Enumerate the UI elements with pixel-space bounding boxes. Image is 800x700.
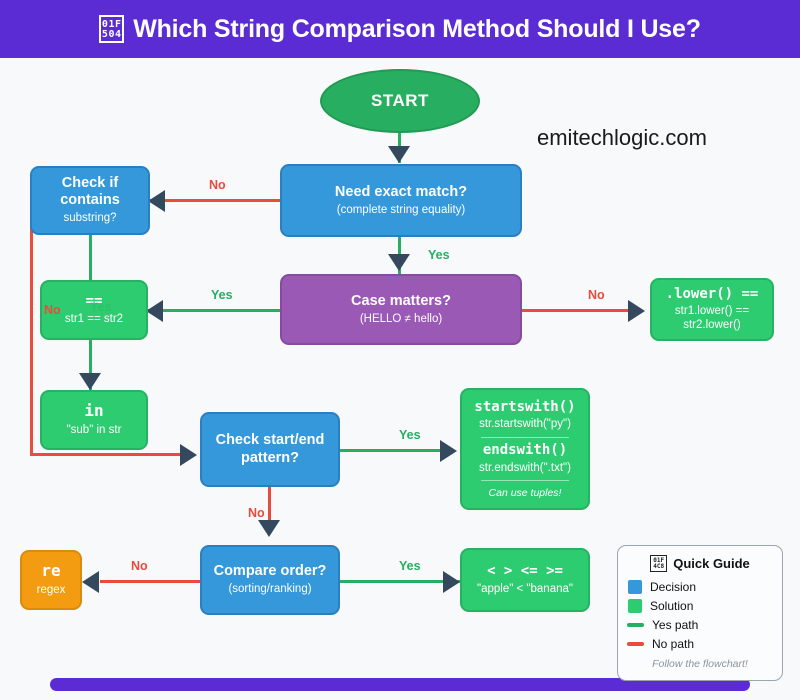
legend-swatch-no-path <box>627 641 644 646</box>
node-lower-comparison-code: .lower() == <box>665 285 759 302</box>
node-need-exact-match-sub: (complete string equality) <box>336 203 466 216</box>
node-check-if-contains-sub: substring? <box>63 212 117 225</box>
legend-title-text: Quick Guide <box>673 556 750 571</box>
edge-label-exact-no: No <box>209 178 226 192</box>
arrowhead-case-to-eqeq <box>146 300 163 322</box>
arrowhead-order-to-re <box>82 571 99 593</box>
edge-order-to-re <box>100 580 205 583</box>
node-endswith-sub: str.endswith(".txt") <box>479 461 571 474</box>
edge-label-order-no: No <box>131 559 148 573</box>
node-case-matters[interactable]: Case matters? (HELLO ≠ hello) <box>280 274 522 345</box>
edge-label-contains-no: No <box>44 303 61 317</box>
node-endswith-code: endswith() <box>482 442 568 458</box>
node-compare-order-title: Compare order? <box>213 563 327 580</box>
edge-label-case-no: No <box>588 288 605 302</box>
legend-swatch-solution <box>628 598 642 613</box>
node-check-start-end-pattern[interactable]: Check start/end pattern? <box>200 412 340 487</box>
legend-item-yes-path: Yes path <box>627 615 772 634</box>
node-lower-comparison[interactable]: .lower() == str1.lower() == str2.lower() <box>650 278 774 341</box>
node-regex-code: re <box>41 561 61 581</box>
arrowhead-exact-to-contains <box>148 190 165 212</box>
node-need-exact-match[interactable]: Need exact match? (complete string equal… <box>280 164 522 237</box>
arrowhead-startend-to-order <box>258 520 280 537</box>
bottom-accent-bar <box>50 678 750 691</box>
arrowhead-contains-to-startend <box>180 444 197 466</box>
legend-item-decision: Decision <box>628 577 772 596</box>
legend-label-yes-path: Yes path <box>652 617 699 632</box>
legend-item-no-path: No path <box>627 634 772 653</box>
node-compare-order-sub: (sorting/ranking) <box>228 583 312 596</box>
legend-swatch-yes-path <box>627 622 644 627</box>
edge-label-case-yes: Yes <box>211 288 233 302</box>
node-equality-operator-sub: str1 == str2 <box>64 312 124 325</box>
node-equality-operator[interactable]: == str1 == str2 <box>40 280 148 340</box>
node-check-if-contains[interactable]: Check if contains substring? <box>30 166 150 235</box>
node-startswith-sub: str.startswith("py") <box>479 418 571 431</box>
node-start[interactable]: START <box>320 69 480 133</box>
node-in-operator-code: in <box>84 401 104 421</box>
node-equality-operator-code: == <box>85 293 103 310</box>
edge-startend-to-swew <box>340 449 452 452</box>
node-need-exact-match-title: Need exact match? <box>334 183 468 200</box>
edge-case-to-lower <box>522 309 642 312</box>
node-lower-comparison-sub2: str2.lower() <box>683 319 741 332</box>
arrowhead-order-to-ops <box>443 571 460 593</box>
divider <box>480 437 570 438</box>
node-check-start-end-pattern-title: Check start/end pattern? <box>215 432 325 466</box>
edge-label-exact-yes: Yes <box>428 248 450 262</box>
arrowhead-startend-to-swew <box>440 440 457 462</box>
watermark: emitechlogic.com <box>537 125 707 150</box>
legend-label-no-path: No path <box>652 636 695 651</box>
arrowhead-exact-to-case <box>388 254 410 271</box>
edge-order-to-ops <box>340 580 460 583</box>
divider <box>480 480 570 482</box>
edge-label-startend-no: No <box>248 506 265 520</box>
node-comparison-operators-sub: "apple" < "banana" <box>477 582 573 595</box>
node-regex-sub: regex <box>36 584 66 597</box>
legend-label-decision: Decision <box>650 579 697 594</box>
node-regex[interactable]: re regex <box>20 550 82 610</box>
edge-exact-to-contains <box>150 199 280 202</box>
arrowhead-contains-to-in <box>79 373 101 390</box>
node-lower-comparison-sub1: str1.lower() == <box>674 305 750 318</box>
node-start-label: START <box>371 90 429 110</box>
edge-startend-to-order <box>268 487 271 529</box>
arrowhead-start-to-exact <box>388 146 410 163</box>
node-tuples-note: Can use tuples! <box>488 487 562 500</box>
edge-case-to-eqeq <box>148 309 280 312</box>
node-in-operator[interactable]: in "sub" in str <box>40 390 148 450</box>
node-comparison-operators[interactable]: < > <= >= "apple" < "banana" <box>460 548 590 612</box>
page-title-text: Which String Comparison Method Should I … <box>133 14 701 43</box>
node-compare-order[interactable]: Compare order? (sorting/ranking) <box>200 545 340 615</box>
node-case-matters-sub: (HELLO ≠ hello) <box>359 312 443 325</box>
legend-swatch-decision <box>628 579 642 594</box>
edge-contains-to-startend-horizontal <box>30 453 190 456</box>
node-check-if-contains-title: Check if contains <box>60 174 120 209</box>
arrowhead-case-to-lower <box>628 300 645 322</box>
node-in-operator-sub: "sub" in str <box>66 424 122 437</box>
legend-label-solution: Solution <box>650 598 694 613</box>
node-comparison-operators-code: < > <= >= <box>487 563 563 580</box>
node-startswith-code: startswith() <box>474 398 576 415</box>
edge-label-startend-yes: Yes <box>399 428 421 442</box>
edge-contains-to-startend-vertical <box>30 199 33 456</box>
node-case-matters-title: Case matters? <box>351 292 451 309</box>
node-startswith-endswith[interactable]: startswith() str.startswith("py") endswi… <box>460 388 590 510</box>
legend-item-solution: Solution <box>628 596 772 615</box>
legend-footer: Follow the flowchart! <box>652 658 748 670</box>
edge-label-contains-yes: Yes <box>90 300 112 314</box>
edge-label-order-yes: Yes <box>399 559 421 573</box>
